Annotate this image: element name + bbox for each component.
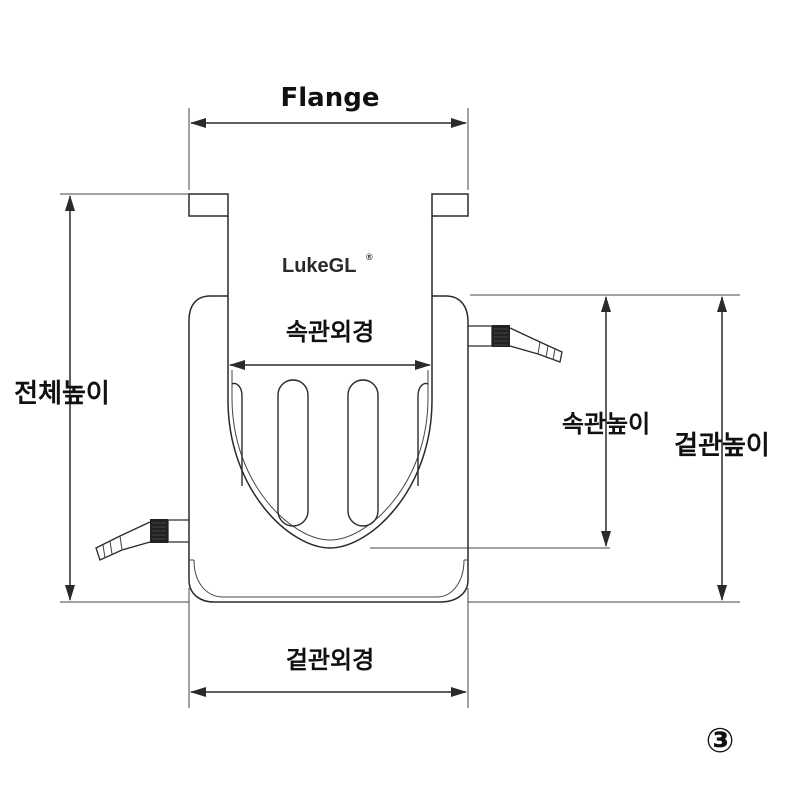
vessel-drawing: LukeGL ® xyxy=(95,193,563,603)
inner-diameter-label: 속관외경 xyxy=(286,318,374,346)
inner-tube xyxy=(227,216,433,549)
baffle-slots xyxy=(231,379,429,527)
flange-label: Flange xyxy=(281,83,380,113)
outer-jacket xyxy=(188,295,469,603)
figure-number: ③ xyxy=(706,721,735,761)
baffle-slot-right-partial xyxy=(417,382,429,486)
logo-text: LukeGL xyxy=(282,255,356,277)
dimension-labels: Flange 속관외경 전체높이 속관높이 겉관높이 겉관외경 ③ xyxy=(14,83,770,761)
upper-hose-nozzle xyxy=(468,325,563,363)
outer-diameter-label: 겉관외경 xyxy=(286,646,374,674)
brand-logo: LukeGL ® xyxy=(282,252,373,277)
flange-right-lip xyxy=(431,193,469,217)
outer-height-label: 겉관높이 xyxy=(674,431,770,461)
total-height-label: 전체높이 xyxy=(14,379,110,409)
lower-hose-nozzle xyxy=(95,519,189,561)
logo-registered-mark: ® xyxy=(366,252,373,262)
flange-left-lip xyxy=(188,193,229,217)
baffle-slot xyxy=(277,379,309,527)
baffle-slot xyxy=(347,379,379,527)
dimension-lines xyxy=(60,108,740,708)
baffle-slot-left-partial xyxy=(231,382,243,486)
inner-height-label: 속관높이 xyxy=(562,410,650,438)
